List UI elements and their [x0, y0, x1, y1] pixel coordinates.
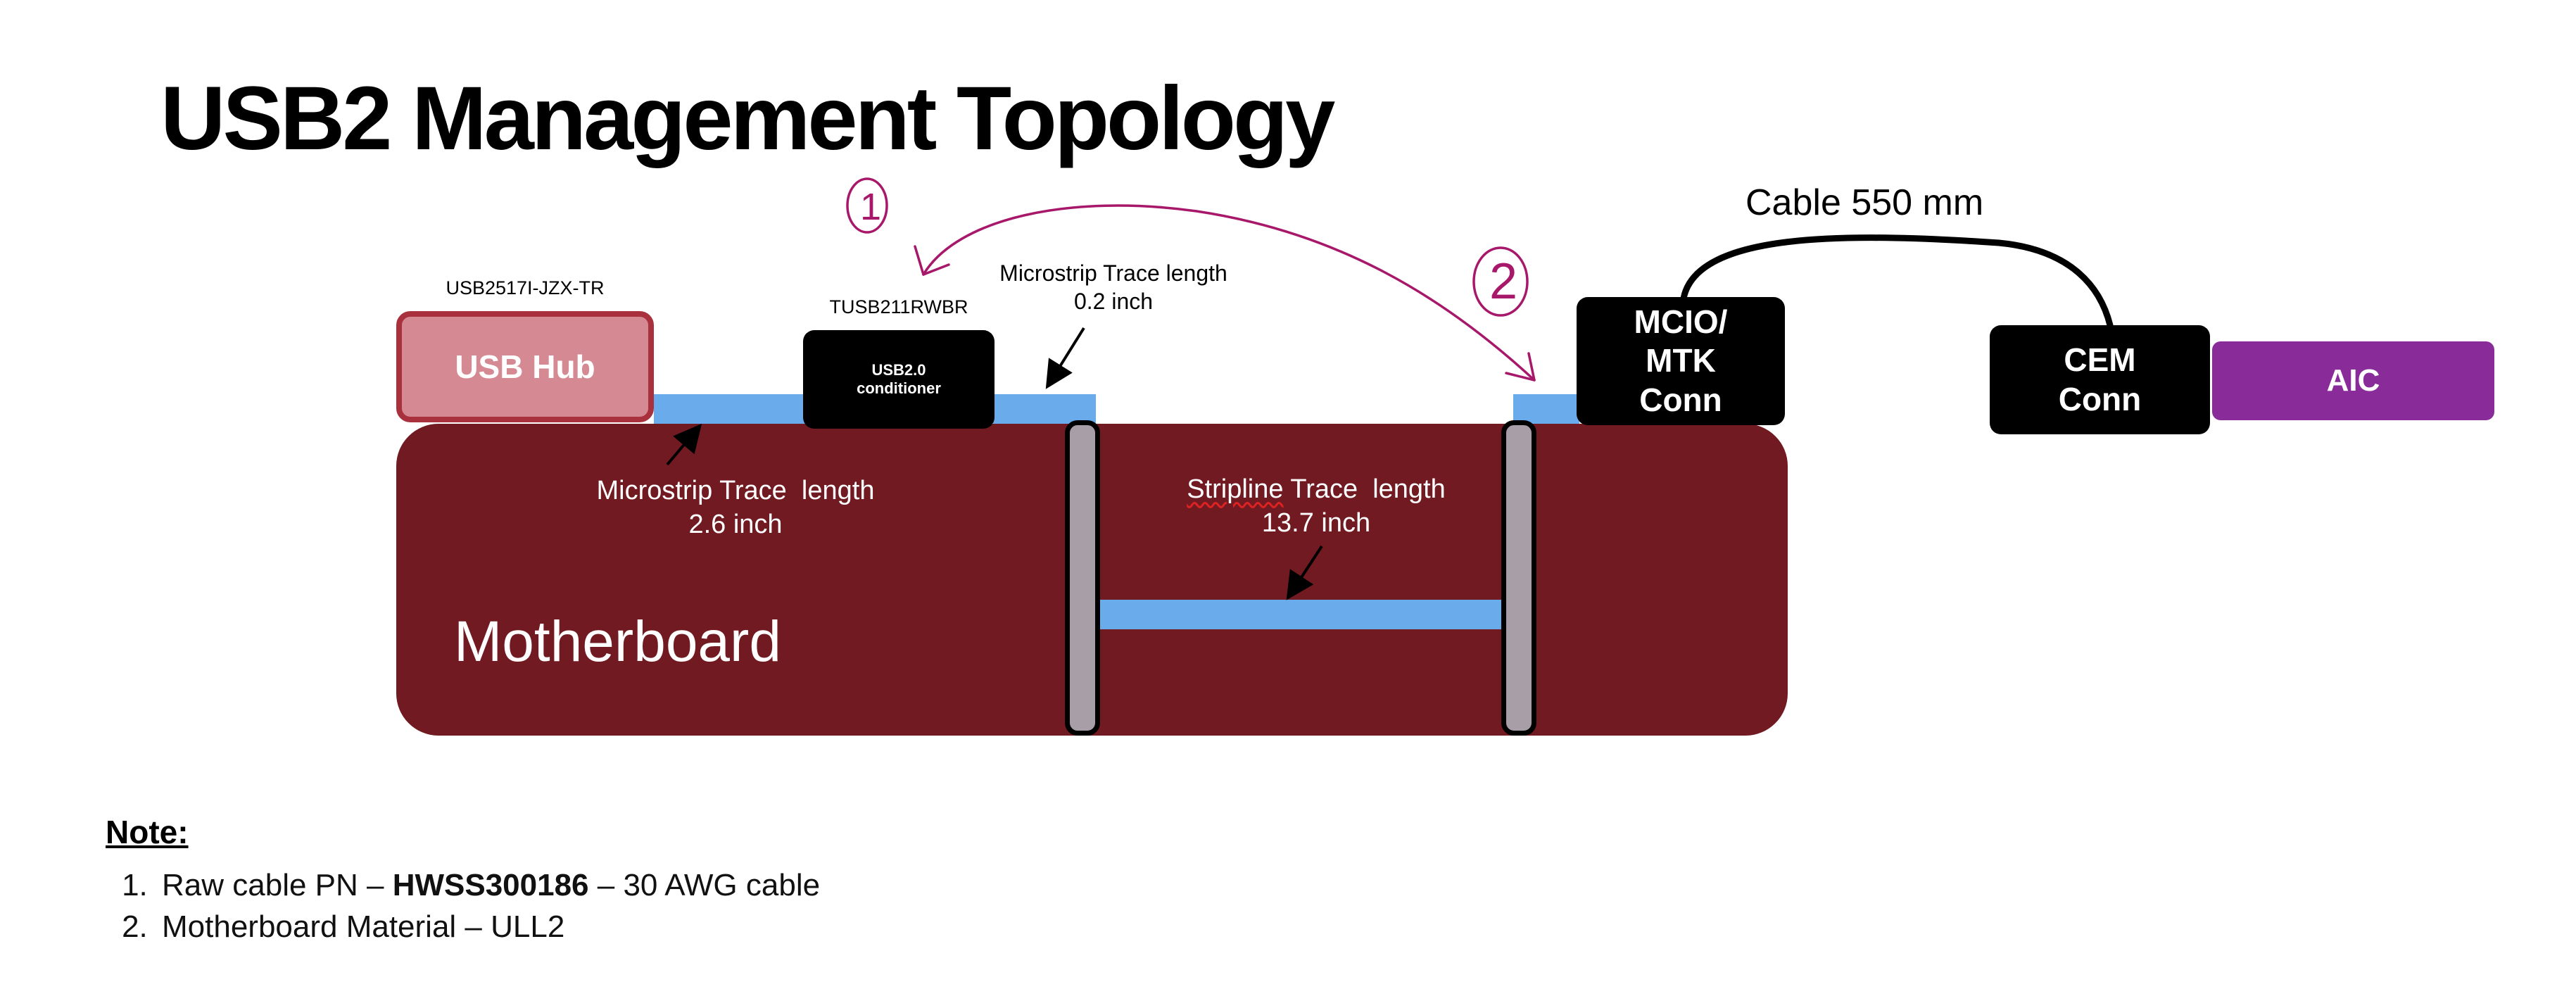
note-item-2: Motherboard Material – ULL2 [156, 907, 820, 948]
microstrip-1-line2: 2.6 inch [688, 509, 783, 539]
curved-arrow-head-right [1505, 352, 1536, 382]
stripline-trace [1099, 600, 1501, 629]
notes-heading: Note: [106, 814, 189, 850]
usb-hub-part-number: USB2517I-JZX-TR [446, 277, 605, 298]
annotation-mark-1: 1 [860, 186, 881, 228]
cable-label: Cable 550 mm [1745, 182, 1984, 223]
stripline-word: Stripline [1187, 474, 1284, 504]
microstrip-2-line1: Microstrip Trace length [999, 260, 1227, 286]
aic-label: AIC [2326, 363, 2380, 398]
cable-line [1680, 234, 2114, 329]
mcio-mtk-connector: MCIO/ MTK Conn [1577, 297, 1785, 425]
mcio-line2: MTK [1646, 342, 1716, 379]
curved-arrow [922, 204, 1536, 382]
via-left [1065, 420, 1100, 736]
notes-section: Note: Raw cable PN – HWSS300186 – 30 AWG… [106, 813, 820, 947]
curved-arrow-head-left [914, 245, 950, 276]
cable-part-number: HWSS300186 [392, 868, 589, 902]
mcio-line1: MCIO/ [1634, 303, 1728, 341]
circle-mark-2 [1472, 246, 1529, 317]
conditioner-label-line1: USB2.0 [871, 360, 926, 379]
handwritten-annotations [846, 177, 1536, 382]
aic-card: AIC [2212, 341, 2494, 420]
circle-mark-1 [846, 177, 888, 234]
arrow-stripline [1286, 545, 1323, 600]
stripline-line1-rest: Trace length [1283, 474, 1446, 504]
microstrip-2-line2: 0.2 inch [1073, 289, 1154, 314]
microstrip-1-line1: Microstrip Trace length [596, 476, 875, 505]
usb2-conditioner: USB2.0 conditioner [803, 330, 995, 429]
microstrip-trace-via-to-mcio [1513, 394, 1579, 424]
arrow-microstrip-1 [666, 423, 702, 466]
stripline-line2: 13.7 inch [1261, 508, 1371, 538]
cem-line2: Conn [2058, 380, 2142, 417]
microstrip-2-label: Microstrip Trace length 0.2 inch [973, 259, 1254, 315]
arrow-microstrip-2 [1045, 327, 1085, 389]
conditioner-label-line2: conditioner [857, 379, 941, 397]
stripline-label: Stripline Trace length 13.7 inch [1140, 473, 1492, 540]
via-right [1501, 420, 1536, 736]
microstrip-trace-conditioner-to-via [993, 394, 1096, 424]
note-item-1: Raw cable PN – HWSS300186 – 30 AWG cable [156, 865, 820, 907]
motherboard-label: Motherboard [454, 610, 781, 674]
usb-hub: USB Hub [396, 311, 654, 422]
cem-connector: CEM Conn [1990, 325, 2210, 434]
microstrip-1-label: Microstrip Trace length 2.6 inch [560, 474, 911, 541]
page-title: USB2 Management Topology [160, 68, 1335, 169]
conditioner-part-number: TUSB211RWBR [829, 296, 968, 317]
microstrip-trace-hub-to-conditioner [654, 394, 806, 424]
mcio-line3: Conn [1639, 381, 1722, 418]
cem-line1: CEM [2064, 341, 2136, 379]
notes-list: Raw cable PN – HWSS300186 – 30 AWG cable… [106, 865, 820, 947]
annotation-mark-2: 2 [1489, 253, 1517, 310]
usb-hub-label: USB Hub [455, 348, 595, 385]
